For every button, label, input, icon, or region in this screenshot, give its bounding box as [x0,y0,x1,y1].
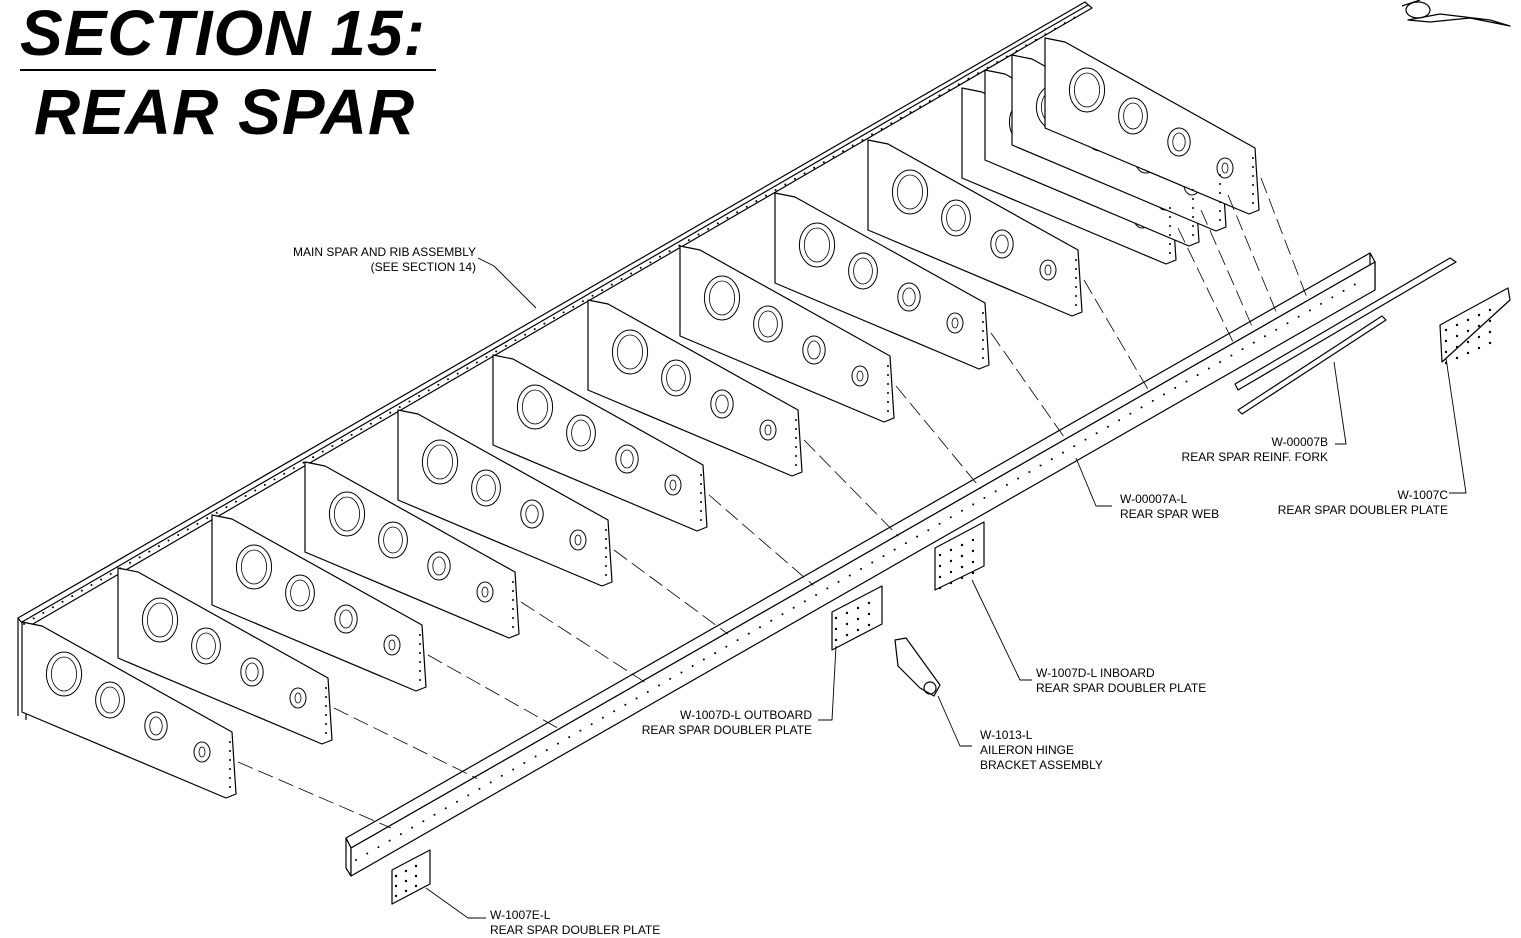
callout-doubler-e-part: W-1007E-L [490,908,551,922]
callout-doubler-e: W-1007E-L REAR SPAR DOUBLER PLATE [490,908,660,938]
wing-rib [304,461,520,639]
rear-spar-web [345,252,1376,877]
callout-doubler-outboard-desc: REAR SPAR DOUBLER PLATE [641,723,812,737]
callout-doubler-c-part: W-1007C [1397,488,1448,502]
callout-hinge-bracket-desc2: BRACKET ASSEMBLY [980,758,1103,772]
wing-rib [774,192,990,370]
callout-spar-web: W-00007A-L REAR SPAR WEB [1120,492,1219,522]
doubler-plate-c [1439,287,1511,363]
aileron-hinge-bracket [894,637,941,697]
callout-main-spar-note: (SEE SECTION 14) [370,260,476,274]
callout-doubler-inboard-desc: REAR SPAR DOUBLER PLATE [1036,681,1207,695]
callout-spar-web-part: W-00007A-L [1120,492,1188,506]
wing-rib [492,354,708,532]
callout-hinge-bracket-part: W-1013-L [980,728,1033,742]
wing-rib [867,139,1083,317]
callout-hinge-bracket: W-1013-L AILERON HINGE BRACKET ASSEMBLY [980,728,1103,773]
callout-spar-web-desc: REAR SPAR WEB [1120,507,1220,521]
callout-doubler-e-desc: REAR SPAR DOUBLER PLATE [490,923,661,937]
callout-doubler-c: W-1007C REAR SPAR DOUBLER PLATE [1250,488,1448,518]
callout-main-spar: MAIN SPAR AND RIB ASSEMBLY (SEE SECTION … [250,245,476,275]
wing-rib [117,567,333,745]
callout-doubler-outboard: W-1007D-L OUTBOARD REAR SPAR DOUBLER PLA… [600,708,812,738]
doubler-plate-e [391,849,431,905]
wing-rib [397,409,613,587]
rear-spar-reinf-fork [1234,257,1457,415]
callout-doubler-outboard-part: W-1007D-L OUTBOARD [679,708,812,722]
callout-doubler-inboard: W-1007D-L INBOARD REAR SPAR DOUBLER PLAT… [1036,666,1206,696]
leader-lines [425,257,1467,919]
wing-rib [679,245,895,423]
callout-reinf-fork-part: W-00007B [1271,435,1328,449]
rivet-holes [23,16,1492,898]
wing-rib [587,299,803,477]
wing-rib [1044,37,1260,215]
wing-rib [21,621,237,799]
wing-rib [211,514,427,692]
section-title-block: SECTION 15: REAR SPAR [20,0,440,145]
callout-main-spar-part: MAIN SPAR AND RIB ASSEMBLY [293,245,476,259]
title-divider [20,69,436,71]
rib-group [21,37,1260,799]
doubler-plate-inboard [934,521,985,591]
callout-reinf-fork: W-00007B REAR SPAR REINF. FORK [1150,435,1328,465]
alignment-lines [237,177,1309,829]
callout-hinge-bracket-desc1: AILERON HINGE [980,743,1075,757]
callout-reinf-fork-desc: REAR SPAR REINF. FORK [1181,450,1328,464]
callout-doubler-inboard-part: W-1007D-L INBOARD [1036,666,1155,680]
section-title: SECTION 15: [20,0,426,69]
callout-doubler-c-desc: REAR SPAR DOUBLER PLATE [1277,503,1448,517]
aircraft-icon [1401,0,1511,27]
section-subtitle: REAR SPAR [34,76,416,148]
